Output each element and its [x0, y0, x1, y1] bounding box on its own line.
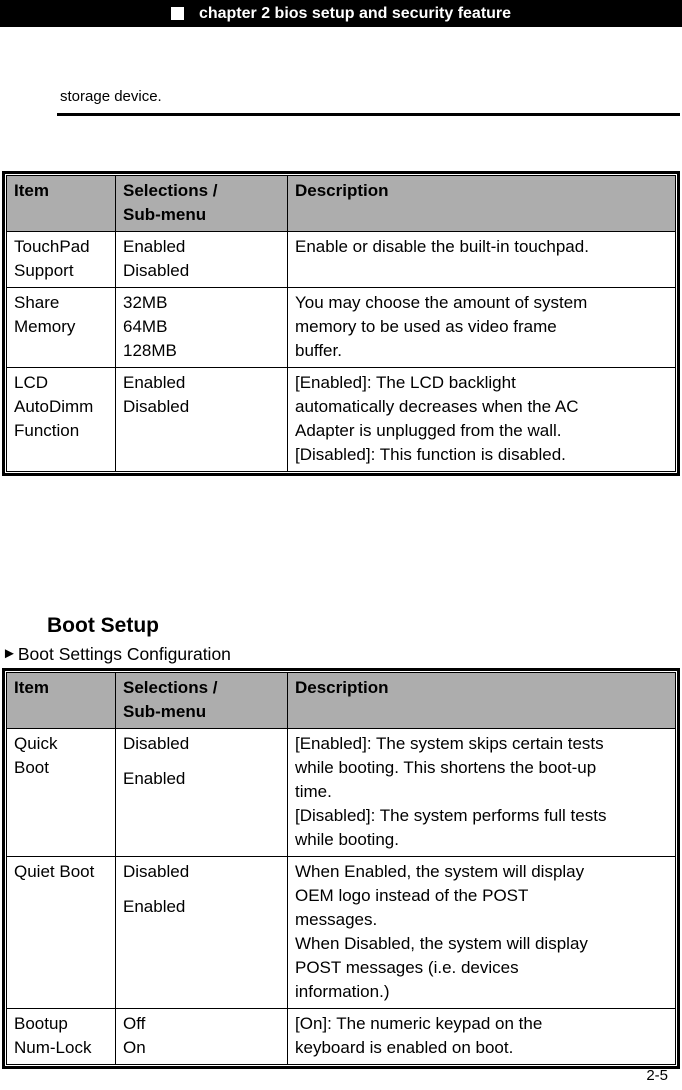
column-header-description: Description — [287, 672, 676, 729]
item-cell: Quiet Boot — [6, 856, 116, 1009]
selection-option: Enabled — [123, 769, 186, 788]
chapter-header-bar: chapter 2 bios setup and security featur… — [0, 0, 682, 27]
description-cell: [On]: The numeric keypad on the keyboard… — [287, 1008, 676, 1065]
column-header-item: Item — [6, 175, 116, 232]
description-cell: You may choose the amount of system memo… — [287, 287, 676, 368]
chapter-title: chapter 2 bios setup and security featur… — [198, 4, 512, 22]
section-subtitle-label: Boot Settings Configuration — [17, 644, 231, 664]
horizontal-rule — [57, 113, 680, 116]
description-cell: When Enabled, the system will display OE… — [287, 856, 676, 1009]
table-header-row: Item Selections / Sub-menu Description — [6, 672, 676, 729]
description-paragraph: [Enabled]: The system skips certain test… — [295, 734, 604, 801]
section-title: Boot Setup — [47, 614, 159, 637]
selection-option: 64MB — [123, 317, 168, 336]
table-row: LCD AutoDimm Function Enabled Disabled [… — [6, 367, 676, 472]
selection-option: Disabled — [123, 862, 190, 881]
selection-option: Enabled — [123, 237, 186, 256]
description-cell: [Enabled]: The LCD backlight automatical… — [287, 367, 676, 472]
selections-cell: Off On — [115, 1008, 288, 1065]
selection-option: On — [123, 1038, 146, 1057]
boot-settings-table-wrapper: Item Selections / Sub-menu Description Q… — [2, 668, 680, 1069]
column-header-item: Item — [6, 672, 116, 729]
description-paragraph: [Disabled]: The system performs full tes… — [295, 806, 607, 849]
column-header-selections: Selections / Sub-menu — [115, 672, 288, 729]
bios-settings-table: Item Selections / Sub-menu Description T… — [6, 175, 676, 472]
table-row: TouchPad Support Enabled Disabled Enable… — [6, 231, 676, 288]
selections-cell: Enabled Disabled — [115, 367, 288, 472]
boot-settings-table: Item Selections / Sub-menu Description Q… — [6, 672, 676, 1065]
description-paragraph: [On]: The numeric keypad on the keyboard… — [295, 1014, 543, 1057]
item-cell: LCD AutoDimm Function — [6, 367, 116, 472]
column-header-description: Description — [287, 175, 676, 232]
description-paragraph: [Disabled]: This function is disabled. — [295, 445, 566, 464]
description-paragraph: When Enabled, the system will display OE… — [295, 862, 585, 929]
section-subtitle: ► Boot Settings Configuration — [2, 643, 682, 665]
column-header-selections: Selections / Sub-menu — [115, 175, 288, 232]
item-cell: Bootup Num-Lock — [6, 1008, 116, 1065]
description-cell: Enable or disable the built-in touchpad. — [287, 231, 676, 288]
selections-cell: Disabled Enabled — [115, 856, 288, 1009]
right-arrow-icon: ► — [2, 645, 17, 662]
description-paragraph: Enable or disable the built-in touchpad. — [295, 237, 589, 256]
table-row: Quick Boot Disabled Enabled [Enabled]: T… — [6, 728, 676, 857]
description-paragraph: When Disabled, the system will display P… — [295, 934, 588, 1001]
selections-cell: 32MB 64MB 128MB — [115, 287, 288, 368]
selections-cell: Enabled Disabled — [115, 231, 288, 288]
item-cell: TouchPad Support — [6, 231, 116, 288]
bios-settings-table-wrapper: Item Selections / Sub-menu Description T… — [2, 171, 680, 476]
intro-text: storage device. — [60, 88, 162, 105]
selection-option: 128MB — [123, 341, 177, 360]
item-cell: Quick Boot — [6, 728, 116, 857]
item-cell: Share Memory — [6, 287, 116, 368]
selection-option: Enabled — [123, 373, 186, 392]
selection-option: Disabled — [123, 734, 190, 753]
selection-option: Disabled — [123, 261, 190, 280]
page-number: 2-5 — [646, 1067, 668, 1084]
table-row: Bootup Num-Lock Off On [On]: The numeric… — [6, 1008, 676, 1065]
selections-cell: Disabled Enabled — [115, 728, 288, 857]
selection-option: Off — [123, 1014, 146, 1033]
selection-option: Enabled — [123, 897, 186, 916]
table-row: Share Memory 32MB 64MB 128MB You may cho… — [6, 287, 676, 368]
table-row: Quiet Boot Disabled Enabled When Enabled… — [6, 856, 676, 1009]
description-paragraph: You may choose the amount of system memo… — [295, 293, 588, 360]
selection-option: Disabled — [123, 397, 190, 416]
description-cell: [Enabled]: The system skips certain test… — [287, 728, 676, 857]
description-paragraph: [Enabled]: The LCD backlight automatical… — [295, 373, 579, 440]
table-header-row: Item Selections / Sub-menu Description — [6, 175, 676, 232]
selection-option: 32MB — [123, 293, 168, 312]
square-bullet-icon — [170, 7, 184, 20]
